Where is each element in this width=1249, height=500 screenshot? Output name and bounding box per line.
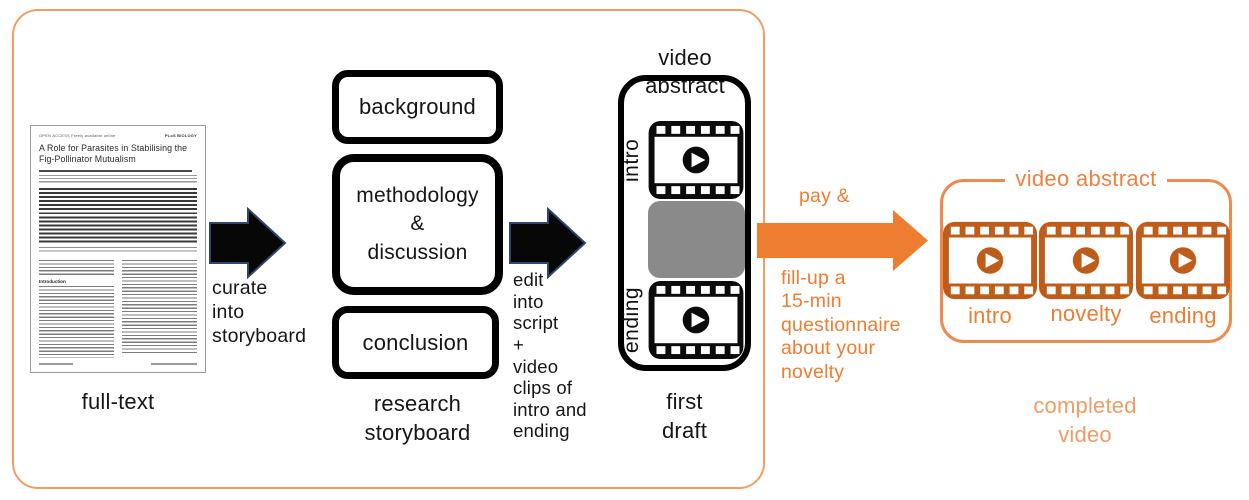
storyboard-box-conclusion: conclusion	[332, 306, 499, 379]
paper-abstract-text	[39, 187, 197, 244]
edit-step-label: edit into script + video clips of intro …	[513, 269, 587, 442]
curate-step-label: curate into storyboard	[212, 277, 307, 347]
completed-novelty-film-strip-icon	[1039, 221, 1133, 300]
storyboard-box-methodology-discussion: methodology & discussion	[332, 154, 503, 295]
paper-introduction-heading: Introduction	[39, 278, 66, 284]
paper-footer	[39, 362, 197, 365]
ending-clip-label: ending	[620, 286, 643, 354]
completed-ending-film-strip-icon	[1136, 221, 1230, 300]
full-text-label: full-text	[81, 389, 155, 414]
paper-right-column	[122, 259, 197, 358]
completed-video-label: completed video	[1033, 393, 1137, 448]
research-storyboard-label: research storyboard	[364, 391, 471, 446]
completed-ending-label: ending	[1149, 303, 1217, 328]
intro-film-strip-icon	[648, 121, 744, 199]
storyboard-box-background: background	[332, 70, 503, 144]
paper-open-access-text: OPEN ACCESS Freely available online	[39, 133, 116, 138]
paper-thumbnail: OPEN ACCESS Freely available online PLoS…	[30, 125, 206, 373]
paper-title: A Role for Parasites in Stabilising the …	[39, 143, 188, 165]
paper-two-column-body: Introduction	[39, 259, 197, 358]
intro-clip-label: intro	[620, 138, 643, 182]
plos-biology-logo: PLoS BIOLOGY	[164, 133, 197, 138]
first-draft-box	[618, 75, 751, 371]
completed-novelty-label: novelty	[1050, 301, 1122, 326]
pay-arrow-icon	[757, 210, 928, 271]
placeholder-clip	[648, 201, 745, 278]
pay-label: pay &	[799, 185, 850, 207]
completed-intro-film-strip-icon	[943, 221, 1037, 300]
paper-citation-text	[39, 246, 197, 254]
paper-authors-line	[39, 169, 193, 173]
paper-left-column: Introduction	[39, 259, 114, 358]
paper-header: OPEN ACCESS Freely available online PLoS…	[39, 133, 197, 138]
paper-affiliations-text	[39, 174, 197, 184]
curate-arrow-icon	[209, 207, 287, 279]
completed-intro-label: intro	[968, 303, 1012, 328]
ending-film-strip-icon	[648, 281, 744, 359]
questionnaire-label: fill-up a 15-min questionnaire about you…	[781, 267, 901, 383]
completed-video-title: video abstract	[940, 166, 1232, 192]
first-draft-label: first draft	[661, 389, 708, 444]
